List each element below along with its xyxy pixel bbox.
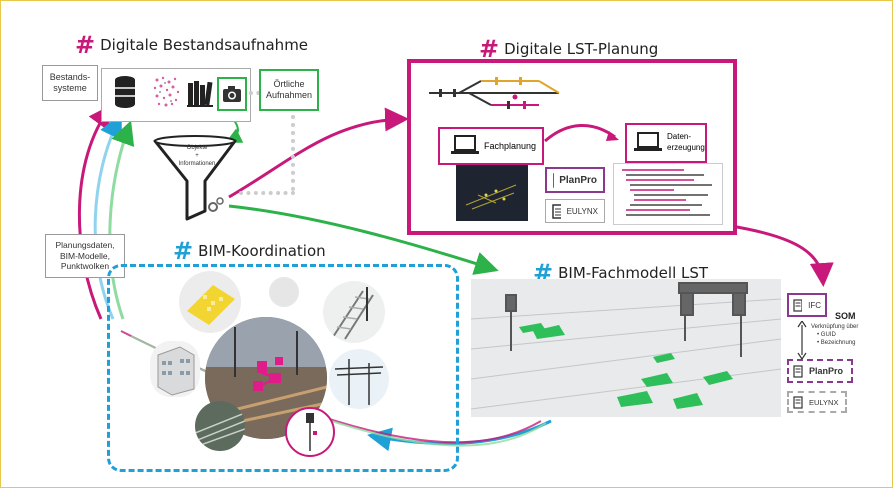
rail-tracks-photo [323,281,385,343]
document-icon [793,298,803,312]
arrow-to-som [730,224,834,287]
datenerzeugung-box: Daten- erzeugung [625,123,707,163]
planpro-label-right: PlanPro [809,366,844,376]
bullet-bezeichnung: • Bezeichnung [817,340,856,346]
ifc-doc: IFC [787,293,827,317]
document-icon [793,364,803,378]
funnel-icon [151,135,241,225]
fachplanung-label: Fachplanung [484,141,537,151]
som-label: SOM [835,311,856,321]
bestand-header: #Digitale Bestandsaufnahme [75,31,308,59]
signal-model-photo [285,407,335,457]
funnel-label-objekte: Objekte [186,145,208,151]
oertliche-aufnahmen-box: Örtliche Aufnahmen [259,69,319,111]
dotted-connector-vertical [291,91,295,191]
feedback-arrow-green [108,120,135,320]
planpro-label: PlanPro [559,174,597,186]
funnel-label-plus: + [195,153,199,159]
verknuepfung-label: Verknüpfung über [811,324,859,330]
database-icon [113,75,137,109]
planpro-doc-right: PlanPro [787,359,853,383]
hash-icon: # [173,237,194,265]
funnel-label-informationen: Informationen [178,161,216,167]
feedback-arrow-magenta [78,104,113,320]
arrow-to-lst [228,107,409,199]
xml-snippet [613,163,723,225]
datenerzeugung-label: Daten- erzeugung [667,132,705,152]
hash-icon: # [75,31,96,59]
ifc-label: IFC [808,300,821,310]
point-cloud-icon [151,74,181,110]
bestandssysteme-box: Bestands- systeme [42,65,98,101]
bullet-guid: • GUID [817,332,836,338]
bim-koordination-title: BIM-Koordination [198,242,326,260]
planpro-doc: PlanPro [545,167,605,193]
catenary-photo [329,349,389,409]
track-layout-diagram [419,71,569,117]
bim-koordination-header: #BIM-Koordination [173,237,326,265]
lst-3d-model-thumbnail [456,165,528,221]
books-icon [187,79,213,107]
building-model-photo [150,341,200,397]
bim-koordination-panel [107,264,459,472]
camera-icon [217,77,247,111]
laptop-icon [634,132,662,151]
bim-fachmodell-title: BIM-Fachmodell LST [558,264,709,282]
dotted-connector-bottom [239,191,295,195]
small-model-photo [269,277,299,307]
double-arrow-icon [797,321,807,359]
laptop-icon [451,135,479,154]
tracks-model-photo [195,401,245,451]
arrow-fachplanung-to-daten [544,124,619,143]
verknuepfung-text: Verknüpfung über • GUID • Bezeichnung [811,323,858,347]
bim-fachmodell-render [471,279,781,417]
eulynx-doc-right: EULYNX [787,391,847,413]
feedback-arrow-blue [93,113,122,320]
fachplanung-box: Fachplanung [438,127,544,165]
hash-icon: # [479,35,500,63]
arrow-to-fachmodell [228,204,499,275]
lst-header: #Digitale LST-Planung [479,35,658,63]
eulynx-label-right: EULYNX [809,397,839,407]
lst-title: Digitale LST-Planung [504,40,659,58]
document-icon [552,203,561,219]
document-icon [793,395,803,409]
yellow-panel-photo [179,271,241,333]
eulynx-label: EULYNX [566,206,598,216]
eulynx-doc: EULYNX [545,199,605,223]
bestand-title: Digitale Bestandsaufnahme [100,36,309,54]
